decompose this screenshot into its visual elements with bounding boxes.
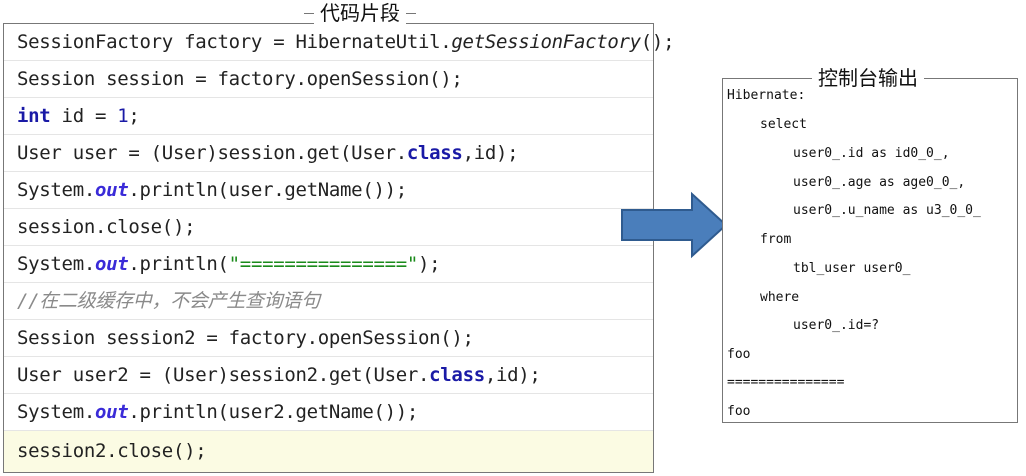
console-line: Hibernate:: [727, 88, 806, 103]
console-line: foo: [727, 347, 751, 362]
console-line: ===============: [727, 375, 845, 390]
console-line: tbl_user user0_: [793, 261, 911, 276]
console-line: user0_.id=?: [793, 318, 880, 333]
code-comment-line: //在二级缓存中，不会产生查询语句: [4, 283, 653, 320]
code-line: Session session2 = factory.openSession()…: [4, 320, 653, 357]
code-line: session.close();: [4, 209, 653, 246]
console-line: user0_.id as id0_0_,: [793, 146, 950, 161]
console-line: user0_.u_name as u3_0_0_: [793, 203, 981, 218]
code-line: System.out.println(user2.getName());: [4, 394, 653, 431]
console-line: select: [760, 117, 807, 132]
console-line: foo: [727, 404, 751, 419]
right-arrow-icon: [621, 191, 728, 259]
code-line: User user = (User)session.get(User.class…: [4, 135, 653, 172]
console-panel: Hibernate: select user0_.id as id0_0_, u…: [722, 78, 1018, 423]
code-panel: SessionFactory factory = HibernateUtil.g…: [3, 23, 675, 473]
code-line: System.out.println("===============");: [4, 246, 653, 283]
code-line: Session session = factory.openSession();: [4, 61, 653, 98]
console-panel-title: 控制台输出: [802, 64, 934, 92]
console-line: where: [760, 290, 800, 305]
console-line: user0_.age as age0_0_,: [793, 175, 966, 190]
code-line: System.out.println(user.getName());: [4, 172, 653, 209]
code-line: int id = 1;: [4, 98, 653, 135]
code-line-highlighted: session2.close();: [4, 431, 653, 472]
code-line: User user2 = (User)session2.get(User.cla…: [4, 357, 653, 394]
code-panel-title: 代码片段: [304, 0, 416, 26]
code-line: SessionFactory factory = HibernateUtil.g…: [4, 24, 675, 61]
console-line: from: [760, 232, 792, 247]
